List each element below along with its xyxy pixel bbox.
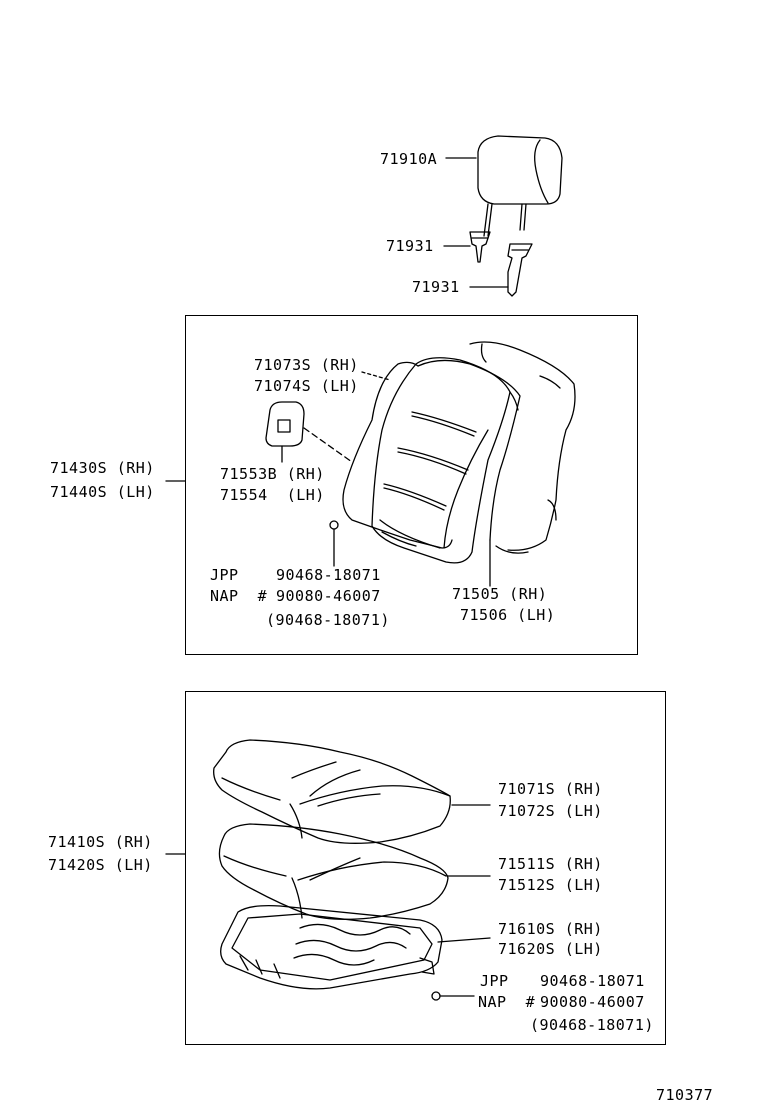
seatback-illustration: [342, 341, 576, 564]
label-71430s: 71430S (RH): [50, 459, 155, 477]
label-cushion-jpp-part: 90468-18071: [540, 972, 645, 990]
label-back-jpp-part: 90468-18071: [276, 566, 381, 584]
label-71553b: 71553B (RH): [220, 465, 325, 483]
label-71511s: 71511S (RH): [498, 855, 603, 873]
headrest-illustration: [477, 135, 563, 237]
label-71610s: 71610S (RH): [498, 920, 603, 938]
label-back-alt-part: (90468-18071): [266, 611, 390, 629]
leader-cap-to-back: [303, 427, 353, 463]
clip-cushion-illustration: [431, 991, 441, 1001]
label-71071s: 71071S (RH): [498, 780, 603, 798]
label-back-jpp: JPP: [210, 566, 239, 584]
label-71073s: 71073S (RH): [254, 356, 359, 374]
seatback-group-box: [185, 315, 638, 655]
diagram-id: 710377: [656, 1086, 714, 1104]
label-cushion-jpp: JPP: [480, 972, 509, 990]
label-71505: 71505 (RH): [452, 585, 548, 603]
label-71440s: 71440S (LH): [50, 483, 155, 501]
label-71512s: 71512S (LH): [498, 876, 603, 894]
cushion-frame-illustration: [220, 904, 443, 990]
label-71074s: 71074S (LH): [254, 377, 359, 395]
support-cap-illustration: [265, 401, 305, 447]
label-71506: 71506 (LH): [460, 606, 556, 624]
label-back-nap-part: 90080-46007: [276, 587, 381, 605]
support-lower-illustration: [507, 243, 533, 297]
label-back-nap: NAP #: [210, 587, 268, 605]
label-71620s: 71620S (LH): [498, 940, 603, 958]
leader-71073s: [361, 371, 391, 381]
cushion-pad-illustration: [218, 823, 449, 920]
label-cushion-nap-part: 90080-46007: [540, 993, 645, 1011]
label-71931-upper: 71931: [386, 237, 434, 255]
cushion-cover-illustration: [213, 739, 451, 844]
clip-back-illustration: [329, 520, 339, 530]
support-upper-illustration: [469, 231, 491, 263]
label-cushion-nap: NAP #: [478, 993, 536, 1011]
label-71931-lower: 71931: [412, 278, 460, 296]
label-71410s: 71410S (RH): [48, 833, 153, 851]
label-71554: 71554 (LH): [220, 486, 325, 504]
label-71072s: 71072S (LH): [498, 802, 603, 820]
leader-71610s: [437, 937, 491, 943]
label-71910a: 71910A: [380, 150, 438, 168]
cushion-group-box: [185, 691, 666, 1045]
label-cushion-alt-part: (90468-18071): [530, 1016, 654, 1034]
label-71420s: 71420S (LH): [48, 856, 153, 874]
